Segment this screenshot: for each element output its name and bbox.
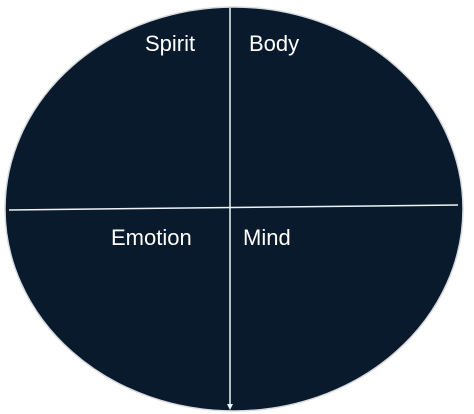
down-arrow-icon xyxy=(227,404,233,410)
main-circle xyxy=(4,6,464,412)
quadrant-label-emotion: Emotion xyxy=(111,225,192,250)
quadrant-label-spirit: Spirit xyxy=(145,31,196,56)
quadrant-label-mind: Mind xyxy=(243,225,291,250)
horizontal-axis xyxy=(8,204,459,211)
quadrant-label-body: Body xyxy=(249,31,300,56)
